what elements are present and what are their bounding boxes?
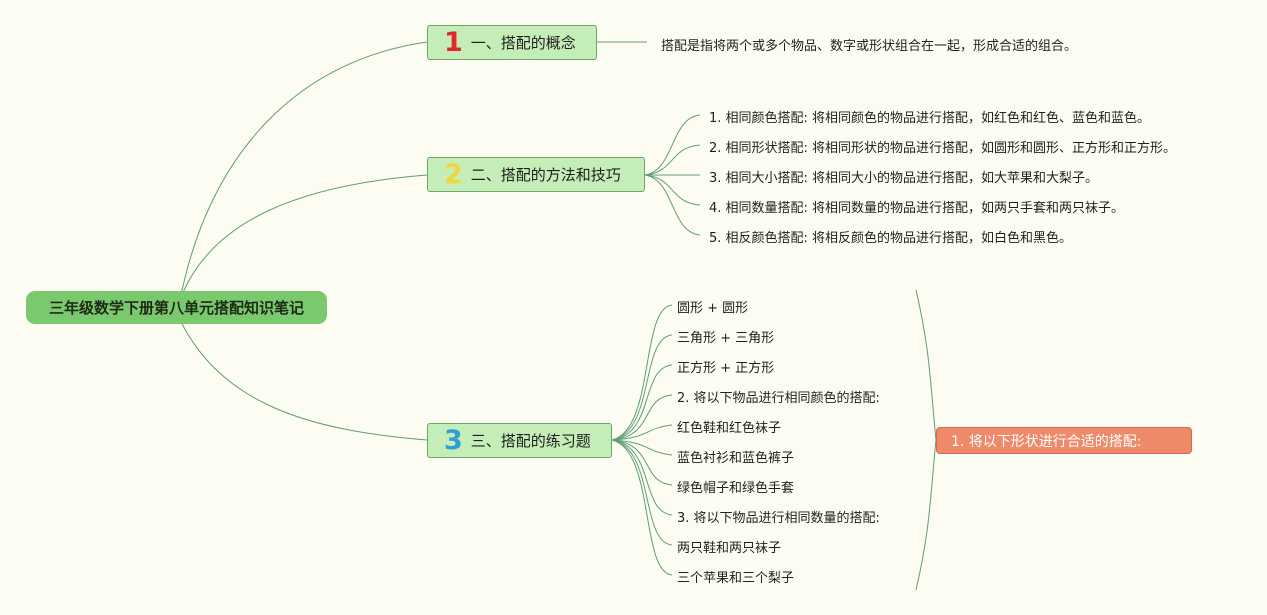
summary-topic[interactable]: 1. 将以下形状进行合适的搭配: bbox=[936, 427, 1192, 454]
leaf-exercise-10[interactable]: 三个苹果和三个梨子 bbox=[677, 571, 795, 586]
leaf-method-4[interactable]: 4. 相同数量搭配: 将相同数量的物品进行搭配，如两只手套和两只袜子。 bbox=[709, 201, 1125, 216]
link-b2-leaf-2 bbox=[644, 144, 701, 176]
leaf-exercise-9[interactable]: 两只鞋和两只袜子 bbox=[677, 541, 782, 556]
link-root-b2 bbox=[179, 174, 428, 301]
leaf-exercise-7[interactable]: 绿色帽子和绿色手套 bbox=[677, 481, 795, 496]
link-b3-leaf-6 bbox=[611, 439, 673, 456]
leaf-exercise-6[interactable]: 蓝色衬衫和蓝色裤子 bbox=[677, 451, 795, 466]
link-b3-leaf-3 bbox=[611, 364, 673, 441]
branch-exercises[interactable]: 3 三、搭配的练习题 bbox=[427, 423, 612, 458]
branch-methods[interactable]: 2 二、搭配的方法和技巧 bbox=[427, 157, 645, 192]
branch-concept[interactable]: 1 一、搭配的概念 bbox=[427, 25, 597, 60]
branch-methods-label: 二、搭配的方法和技巧 bbox=[470, 166, 621, 184]
leaf-exercise-5[interactable]: 红色鞋和红色袜子 bbox=[677, 421, 782, 436]
branch-number-2: 2 bbox=[444, 159, 463, 190]
leaf-method-1[interactable]: 1. 相同颜色搭配: 将相同颜色的物品进行搭配，如红色和红色、蓝色和蓝色。 bbox=[709, 111, 1151, 126]
link-b3-leaf-9 bbox=[611, 439, 673, 546]
leaf-exercise-3[interactable]: 正方形 + 正方形 bbox=[677, 361, 775, 376]
leaf-exercise-1[interactable]: 圆形 + 圆形 bbox=[677, 301, 749, 316]
leaf-method-2[interactable]: 2. 相同形状搭配: 将相同形状的物品进行搭配，如圆形和圆形、正方形和正方形。 bbox=[709, 141, 1177, 156]
root-topic[interactable]: 三年级数学下册第八单元搭配知识笔记 bbox=[26, 291, 327, 324]
link-b3-leaf-5 bbox=[611, 424, 673, 441]
leaf-method-5[interactable]: 5. 相反颜色搭配: 将相反颜色的物品进行搭配，如白色和黑色。 bbox=[709, 231, 1073, 246]
leaf-exercise-4[interactable]: 2. 将以下物品进行相同颜色的搭配: bbox=[677, 391, 880, 406]
leaf-method-3[interactable]: 3. 相同大小搭配: 将相同大小的物品进行搭配，如大苹果和大梨子。 bbox=[709, 171, 1099, 186]
branch-number-1: 1 bbox=[444, 27, 463, 58]
link-root-b1 bbox=[179, 41, 428, 301]
link-b3-leaf-4 bbox=[611, 394, 673, 441]
link-b3-leaf-7 bbox=[611, 439, 673, 486]
link-b3-leaf-1 bbox=[611, 304, 673, 441]
link-b2-leaf-5 bbox=[644, 174, 701, 236]
link-b2-leaf-1 bbox=[644, 114, 701, 176]
link-b3-leaf-8 bbox=[611, 439, 673, 516]
branch-number-3: 3 bbox=[444, 425, 463, 456]
link-b2-leaf-4 bbox=[644, 174, 701, 206]
branch-exercises-label: 三、搭配的练习题 bbox=[470, 432, 591, 450]
branch-concept-label: 一、搭配的概念 bbox=[470, 34, 576, 52]
root-topic-label: 三年级数学下册第八单元搭配知识笔记 bbox=[48, 299, 304, 317]
leaf-exercise-2[interactable]: 三角形 + 三角形 bbox=[677, 331, 775, 346]
link-root-b3 bbox=[179, 319, 428, 441]
leaf-concept-definition[interactable]: 搭配是指将两个或多个物品、数字或形状组合在一起，形成合适的组合。 bbox=[661, 39, 1078, 54]
summary-topic-label: 1. 将以下形状进行合适的搭配: bbox=[951, 433, 1142, 450]
summary-brace bbox=[915, 289, 937, 591]
link-b3-leaf-10 bbox=[611, 439, 673, 576]
link-b3-leaf-2 bbox=[611, 334, 673, 441]
leaf-exercise-8[interactable]: 3. 将以下物品进行相同数量的搭配: bbox=[677, 511, 880, 526]
